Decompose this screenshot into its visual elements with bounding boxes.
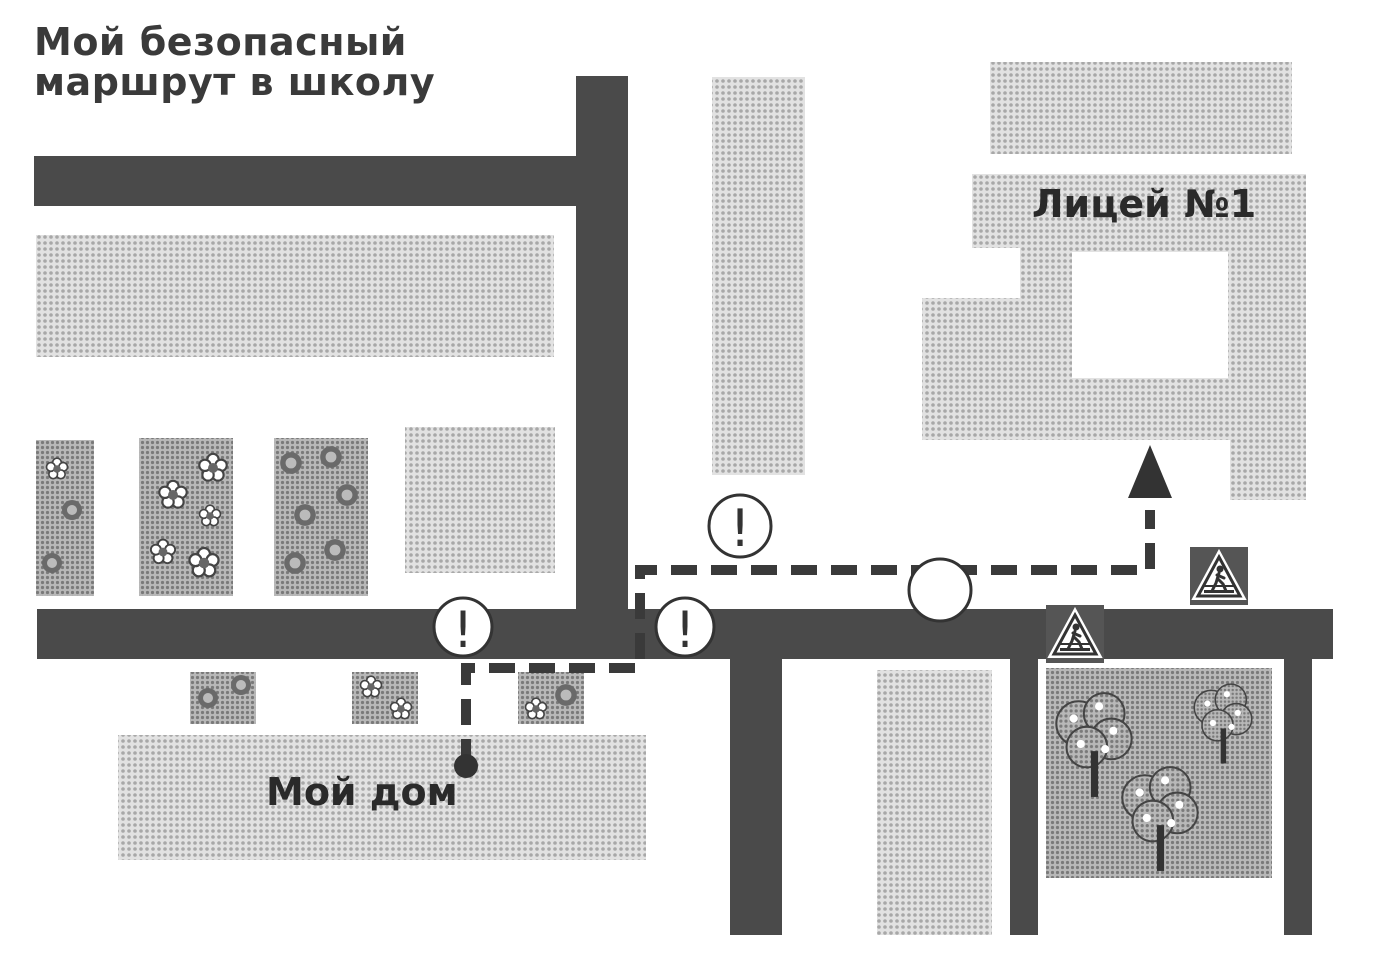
flower-icon (62, 500, 82, 520)
home-label: Мой дом (266, 770, 458, 814)
road-top-horizontal (34, 156, 628, 206)
pedestrian-crossing-icon (1046, 605, 1104, 663)
building-block-bottom-center (877, 670, 992, 935)
road-vertical-bottom-2 (1010, 640, 1038, 935)
road-vertical-main (576, 76, 628, 658)
school-building (922, 174, 1306, 500)
flower-icon (284, 552, 306, 574)
road-vertical-bottom-1 (730, 640, 782, 935)
pedestrian-crossing-icon (1190, 547, 1248, 605)
arrow-up-icon (1128, 445, 1172, 498)
home-dot-icon (454, 754, 478, 778)
map-title: Мой безопасный маршрут в школу (34, 22, 435, 102)
danger-marker: ! (654, 596, 716, 659)
greenery (36, 438, 1272, 878)
flower-icon (42, 553, 62, 573)
flower-icon (555, 684, 577, 706)
danger-marker: ! (707, 493, 773, 559)
exclamation-icon: ! (453, 601, 473, 659)
home-building (118, 735, 646, 860)
flower-icon (280, 452, 302, 474)
exclamation-icon: ! (730, 499, 751, 559)
danger-marker: ! (432, 596, 494, 659)
roundabout-circle (907, 557, 973, 623)
map-title-line-1: Мой безопасный (34, 20, 407, 64)
exclamation-icon: ! (675, 601, 695, 659)
map-title-line-2: маршрут в школу (34, 60, 436, 104)
building-block-middle-square (405, 427, 555, 573)
building-block-topleft (36, 235, 554, 357)
school-building-top (990, 62, 1292, 154)
safe-route (461, 510, 1155, 765)
flower-icon (294, 504, 316, 526)
flower-icon (231, 675, 251, 695)
building-block-tall (712, 77, 805, 475)
flower-icon (198, 688, 218, 708)
buildings (36, 62, 1306, 935)
flower-icon (320, 446, 342, 468)
school-label: Лицей №1 (1032, 182, 1257, 226)
route-segment-home (461, 510, 1155, 765)
road-vertical-bottom-3 (1284, 640, 1312, 935)
flower-icon (324, 539, 346, 561)
flower-icon (336, 484, 358, 506)
